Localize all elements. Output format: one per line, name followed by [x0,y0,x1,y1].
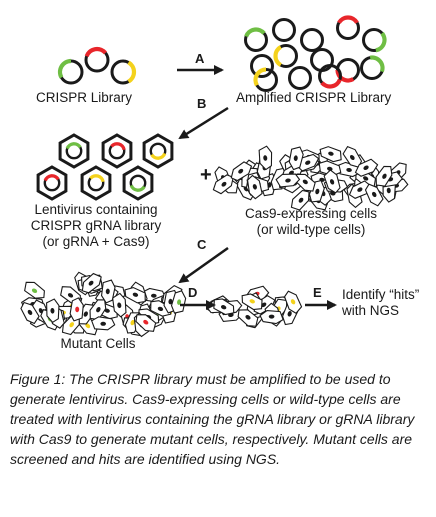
mutant-cell-cluster [20,271,187,338]
cell [241,293,263,311]
figure-caption: Figure 1: The CRISPR library must be amp… [10,371,415,467]
cell [91,316,116,331]
cell [290,189,310,211]
step-d-label: D [188,285,197,300]
arrow-b [178,106,229,140]
cell [323,169,341,194]
plus-sign: + [200,164,212,186]
lentivirus-particle [36,165,68,201]
plasmid [273,44,298,68]
cell [124,286,146,304]
plasmid [300,28,324,52]
amplified-library-plasmids [244,15,387,92]
plasmid [362,28,387,53]
plasmid [272,18,296,42]
lentivirus-particle [122,165,154,201]
lentivirus-hexagons [36,133,174,201]
cas9-cells-label-line1: Cas9-expressing cells [245,206,377,221]
screened-cell-cluster [206,285,303,329]
lentivirus-label-line2: CRISPR gRNA library [31,218,162,233]
cell [81,272,102,294]
plasmid [250,54,274,78]
plasmid [244,27,268,52]
cas9-cells-label-line2: (or wild-type cells) [257,222,366,237]
cell [375,165,393,187]
cell [135,314,157,332]
lentivirus-particle [142,133,174,169]
cell [46,298,60,324]
cell [318,160,342,177]
plasmid [318,64,342,89]
plasmid [110,59,137,85]
plasmid [57,58,84,85]
arrow-c [178,246,229,284]
cell [24,281,45,299]
cell [112,292,127,318]
cell [294,173,316,192]
cell [100,279,116,304]
cell [247,174,263,200]
cell [258,145,273,171]
lentivirus-particle [58,133,90,169]
plasmid [84,46,110,73]
identify-hits-label-line1: Identify “hits” [342,287,419,302]
cell [20,301,40,325]
lentivirus-label-line1: Lentivirus containing [34,202,157,217]
cas9-cell-cluster [212,145,409,211]
crispr-screen-diagram: A B C D E CRISPR Library Amplified CRISP… [20,15,419,351]
plasmid [336,15,360,40]
cell [170,290,187,314]
cell [283,290,303,314]
cell [237,309,259,327]
cell [364,183,384,207]
amplified-library-label: Amplified CRISPR Library [236,90,392,105]
lentivirus-label-line3: (or gRNA + Cas9) [43,234,150,249]
plasmid [288,66,312,90]
mutant-cells-label: Mutant Cells [60,336,135,351]
step-a-label: A [195,51,205,66]
cell [230,161,253,182]
lentivirus-particle [80,165,112,201]
cell [150,300,172,317]
lentivirus-particle [101,133,133,169]
plasmid [360,55,385,80]
cell [259,310,284,325]
cell [319,146,342,163]
step-e-label: E [313,285,322,300]
step-b-label: B [197,96,206,111]
step-c-label: C [197,237,207,252]
cell [288,146,304,171]
plasmid [253,67,278,92]
crispr-library-label: CRISPR Library [36,90,132,105]
cell [354,158,379,177]
identify-hits-label-line2: with NGS [341,303,399,318]
crispr-library-plasmids [57,46,137,85]
cell [69,297,84,322]
cell [275,173,301,188]
